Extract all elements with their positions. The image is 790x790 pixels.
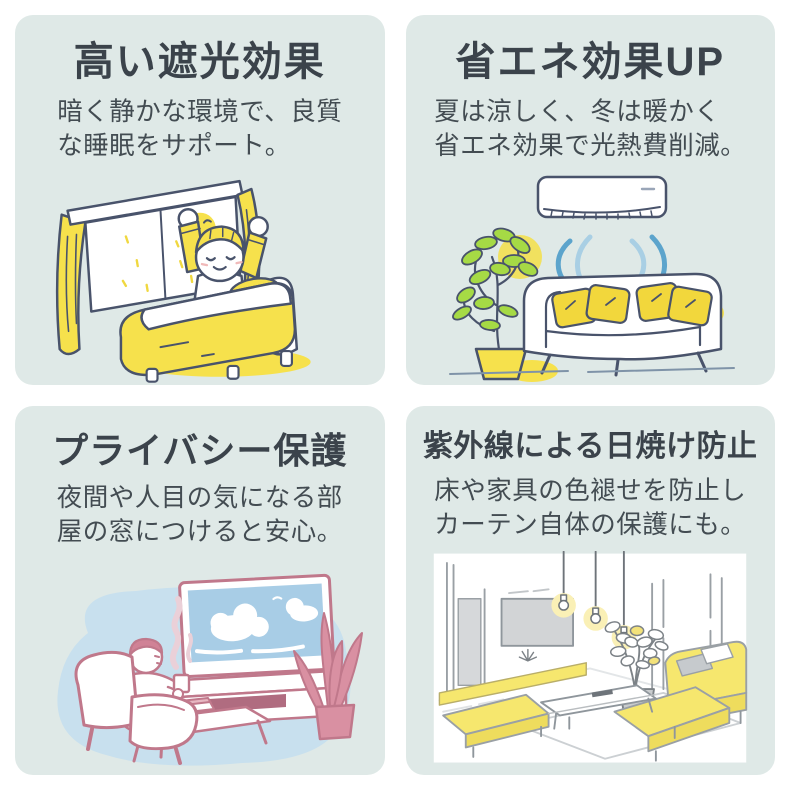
card-privacy: プライバシー保護 夜間や人目の気になる部 屋の窓につけると安心。 (15, 405, 385, 775)
card-energy-saving-title: 省エネ効果UP (455, 40, 726, 84)
card-energy-saving: 省エネ効果UP 夏は涼しく、冬は暖かく 省エネ効果で光熱費削減。 (405, 15, 776, 385)
card-uv-protection-title: 紫外線による日焼け防止 (422, 429, 758, 463)
tv-room-scene-graphic (57, 574, 363, 766)
living-room-scene-graphic (434, 550, 748, 763)
card-privacy-title: プライバシー保護 (52, 429, 348, 471)
card-blackout-title: 高い遮光効果 (73, 40, 326, 84)
card-blackout-description: 暗く静かな環境で、良質 な睡眠をサポート。 (57, 98, 343, 161)
card-privacy-description: 夜間や人目の気になる部 屋の窓につけると安心。 (56, 483, 343, 547)
air-conditioner-sofa-illustration (406, 163, 776, 384)
card-uv-protection-description: 床や家具の色褪せを防止し カーテン自体の保護にも。 (434, 477, 747, 540)
ac-sofa-scene-graphic (449, 175, 736, 382)
card-blackout: 高い遮光効果 暗く静かな環境で、良質 な睡眠をサポート。 (15, 15, 385, 385)
watching-tv-illustration (15, 549, 385, 775)
waking-person-bed-illustration (15, 163, 385, 384)
card-energy-saving-description: 夏は涼しく、冬は暖かく 省エネ効果で光熱費削減。 (434, 98, 747, 161)
card-uv-protection: 紫外線による日焼け防止 床や家具の色褪せを防止し カーテン自体の保護にも。 (405, 405, 776, 775)
living-room-illustration (406, 542, 776, 775)
bed-window-scene-graphic (55, 179, 311, 383)
